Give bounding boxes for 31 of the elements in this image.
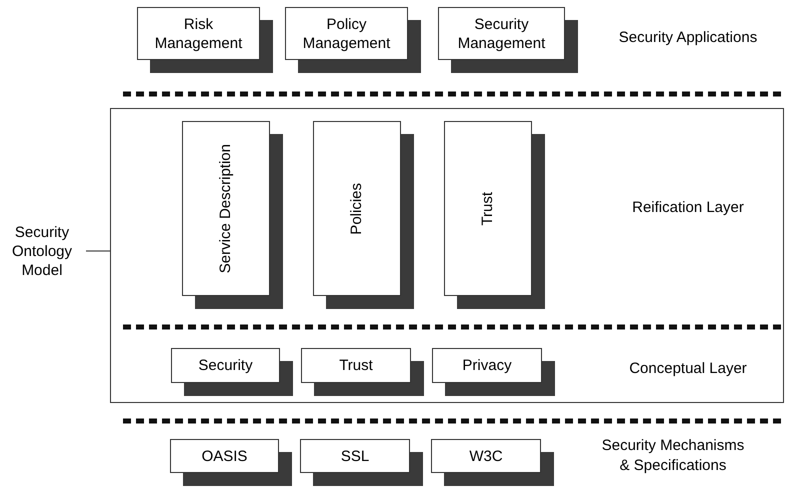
shadowed-box	[444, 121, 545, 309]
model-frame	[110, 108, 784, 403]
shadowed-box	[301, 348, 424, 396]
box-label: OASIS	[200, 446, 248, 466]
box-label: Privacy	[461, 356, 513, 375]
shadowed-box	[313, 121, 414, 309]
box-label: SSL	[340, 446, 370, 466]
leader-line	[86, 250, 110, 252]
box-label: W3C	[468, 446, 504, 466]
shadowed-box	[432, 348, 555, 396]
box-label: Policy Management	[302, 14, 392, 52]
shadowed-box	[285, 7, 421, 73]
shadowed-box	[300, 439, 423, 486]
box-label: Trust	[478, 192, 497, 226]
shadowed-box	[431, 439, 554, 486]
box-label: Security Ontology Model	[10, 222, 74, 280]
shadowed-box	[171, 348, 293, 396]
layer-label: Security Applications	[618, 28, 758, 48]
shadowed-box	[182, 121, 283, 309]
shadowed-box	[170, 439, 292, 486]
layer-label: Reification Layer	[631, 198, 745, 218]
box-label: Service Description	[216, 144, 235, 274]
box-label: Risk Management	[154, 14, 244, 52]
box-label: Policies	[348, 182, 366, 234]
box-label: Trust	[338, 356, 374, 375]
layer-label: Conceptual Layer	[628, 359, 748, 379]
box-label: Security Management	[456, 14, 546, 52]
box-label: Security	[197, 356, 254, 375]
layer-label: Security Mechanisms & Specifications	[600, 436, 746, 476]
shadowed-box	[137, 7, 273, 73]
shadowed-box	[438, 7, 578, 73]
